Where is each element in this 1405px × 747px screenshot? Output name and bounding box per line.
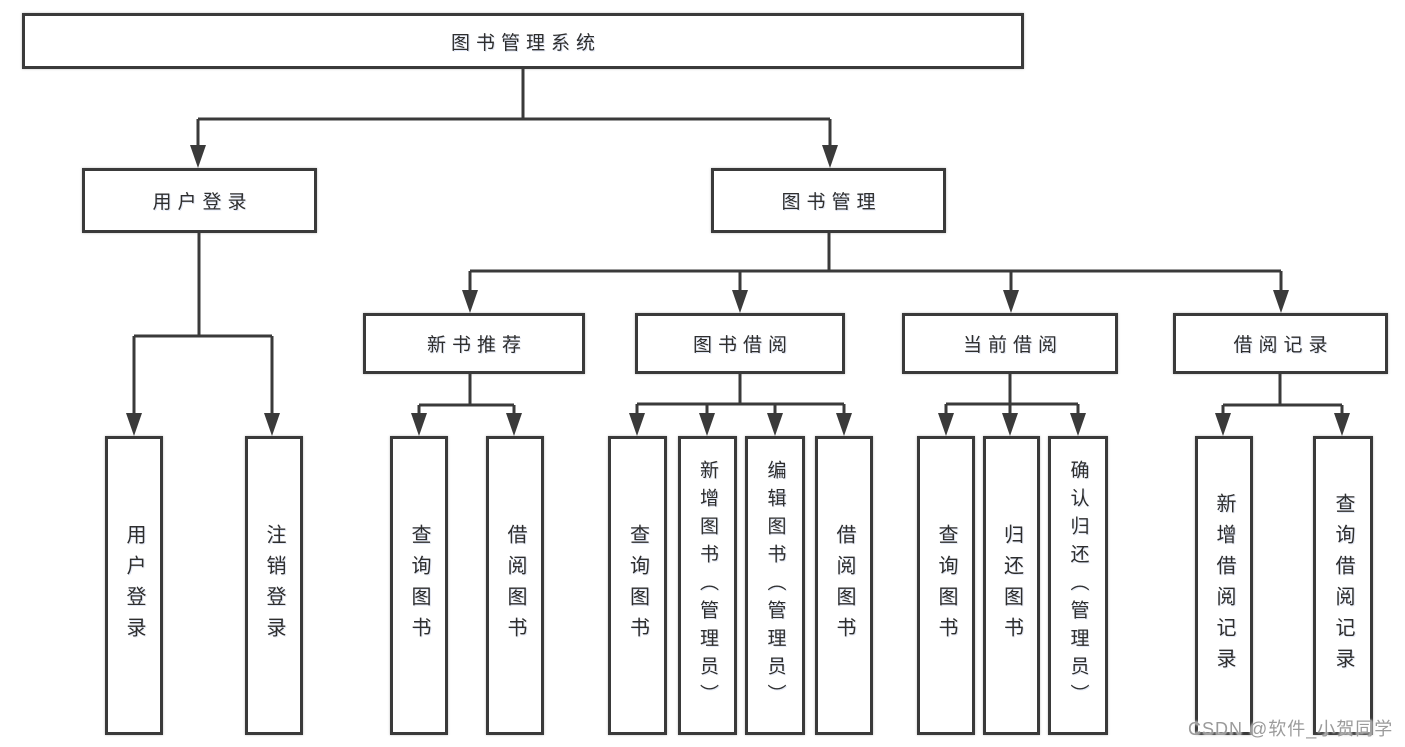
node-label: 图书管理 bbox=[781, 192, 882, 213]
node-borrowing-records: 借阅记录 bbox=[1173, 313, 1388, 374]
node-leaf-add-borrow-record: 新增借阅记录 bbox=[1195, 436, 1253, 735]
node-leaf-logout: 注销登录 bbox=[245, 436, 303, 735]
node-leaf-query-borrow-record: 查询借阅记录 bbox=[1313, 436, 1373, 735]
node-label: 编辑图书（管理员） bbox=[764, 459, 786, 712]
node-new-book-recommend: 新书推荐 bbox=[363, 313, 585, 374]
node-label: 新增图书（管理员） bbox=[697, 459, 718, 712]
node-leaf-query-books-current: 查询图书 bbox=[917, 436, 975, 735]
node-label: 注销登录 bbox=[263, 523, 285, 648]
node-label: 新增借阅记录 bbox=[1213, 492, 1235, 679]
node-leaf-confirm-return-admin: 确认归还（管理员） bbox=[1048, 436, 1108, 735]
node-label: 用户登录 bbox=[123, 523, 145, 648]
node-current-borrowing: 当前借阅 bbox=[902, 313, 1118, 374]
node-user-login-branch: 用户登录 bbox=[82, 168, 317, 233]
csdn-watermark: CSDN @软件_小贺同学 bbox=[1188, 719, 1394, 739]
node-label: 图书管理系统 bbox=[450, 32, 601, 54]
node-leaf-user-login: 用户登录 bbox=[105, 436, 163, 735]
node-label: 查询图书 bbox=[626, 523, 649, 648]
node-label: 借阅记录 bbox=[1233, 335, 1334, 356]
node-label: 图书借阅 bbox=[692, 335, 793, 356]
node-root-library-management-system: 图书管理系统 bbox=[22, 13, 1024, 69]
node-leaf-borrow-books-recommend: 借阅图书 bbox=[486, 436, 544, 735]
node-book-borrowing: 图书借阅 bbox=[635, 313, 845, 374]
node-leaf-edit-books-admin: 编辑图书（管理员） bbox=[745, 436, 805, 735]
node-label: 确认归还（管理员） bbox=[1067, 459, 1089, 712]
node-leaf-borrow-books-borrowing: 借阅图书 bbox=[815, 436, 873, 735]
node-leaf-add-books-admin: 新增图书（管理员） bbox=[678, 436, 737, 735]
node-leaf-return-books: 归还图书 bbox=[983, 436, 1040, 735]
node-label: 用户登录 bbox=[152, 192, 253, 213]
node-label: 当前借阅 bbox=[962, 335, 1063, 356]
node-label: 归还图书 bbox=[1000, 523, 1023, 648]
node-label: 借阅图书 bbox=[833, 523, 855, 648]
node-leaf-query-books-borrowing: 查询图书 bbox=[608, 436, 667, 735]
node-book-management-branch: 图书管理 bbox=[711, 168, 946, 233]
node-label: 查询借阅记录 bbox=[1332, 492, 1354, 679]
node-leaf-query-books-recommend: 查询图书 bbox=[390, 436, 448, 735]
node-label: 新书推荐 bbox=[426, 335, 527, 356]
node-label: 借阅图书 bbox=[504, 523, 526, 648]
node-label: 查询图书 bbox=[408, 523, 430, 648]
node-label: 查询图书 bbox=[935, 523, 957, 648]
